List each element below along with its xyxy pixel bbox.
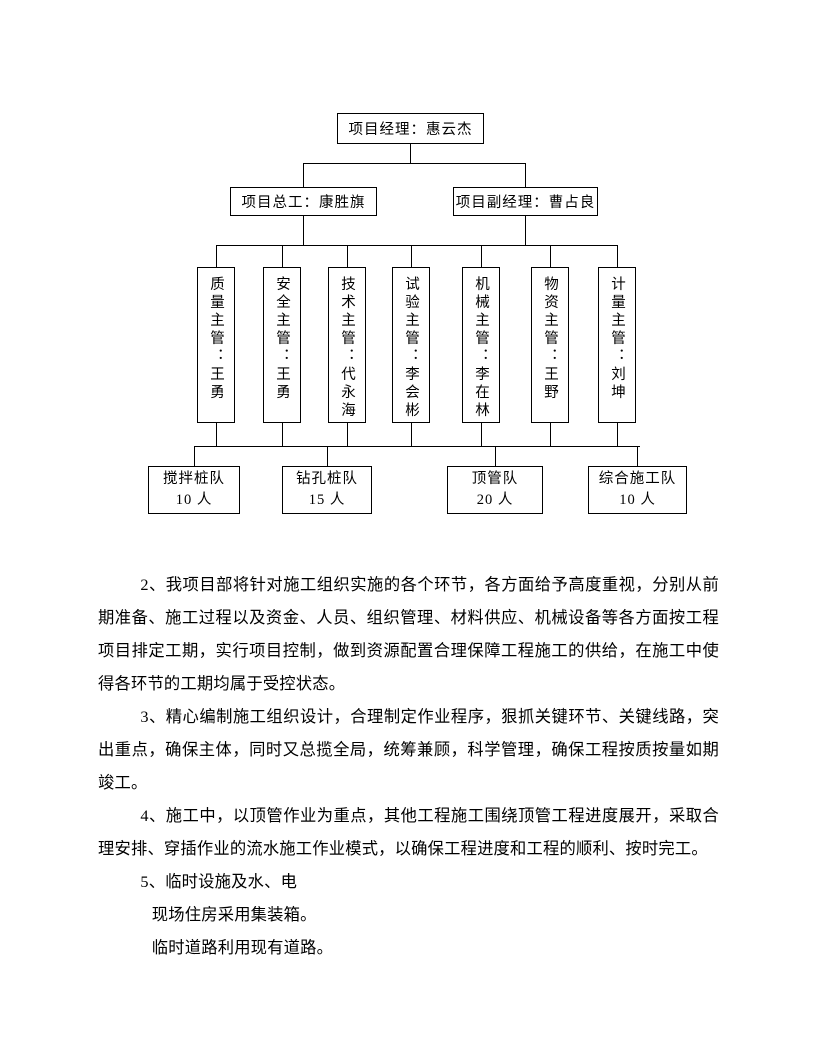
team-name: 搅拌桩队 (163, 471, 225, 487)
org-box-mixing-pile-team: 搅拌桩队 10 人 (148, 466, 240, 514)
team-name: 顶管队 (471, 471, 519, 487)
connector-line (347, 423, 348, 446)
team-name: 钻孔桩队 (296, 471, 358, 487)
connector-line (550, 423, 551, 446)
org-box-label: 试验主管：李会彬 (403, 276, 419, 420)
team-count: 10 人 (619, 492, 656, 508)
connector-line (327, 447, 328, 466)
connector-line (347, 246, 348, 267)
connector-line (525, 164, 526, 187)
org-box-technical-supervisor: 技术主管：代永海 (328, 267, 366, 423)
org-box-project-manager: 项目经理：惠云杰 (337, 113, 484, 144)
connector-line (282, 246, 283, 267)
org-box-chief-engineer: 项目总工：康胜旗 (230, 187, 377, 216)
org-box-label: 项目经理：惠云杰 (348, 122, 473, 138)
org-box-label: 技术主管：代永海 (339, 276, 355, 420)
connector-line (637, 447, 638, 466)
paragraph-temporary-roads: 临时道路利用现有道路。 (151, 938, 334, 957)
team-name: 综合施工队 (598, 471, 677, 487)
org-box-label: 机械主管：李在林 (473, 276, 489, 420)
connector-line (617, 423, 618, 446)
connector-line (216, 423, 217, 446)
org-box-materials-supervisor: 物资主管：王野 (531, 267, 569, 423)
connector-line (194, 447, 195, 466)
connector-line (411, 423, 412, 446)
team-count: 15 人 (308, 492, 346, 508)
connector-line (550, 246, 551, 267)
connector-line (194, 446, 640, 447)
connector-line (525, 216, 526, 245)
team-count: 10 人 (175, 492, 213, 508)
connector-line (303, 164, 304, 187)
org-box-testing-supervisor: 试验主管：李会彬 (392, 267, 430, 423)
connector-line (481, 246, 482, 267)
connector-line (481, 423, 482, 446)
org-box-label: 安全主管：王勇 (274, 276, 290, 402)
paragraph-4: 4、施工中，以顶管作业为重点，其他工程施工围绕顶管工程进度展开，采取合理安排、穿… (98, 806, 719, 858)
org-box-label: 项目总工：康胜旗 (241, 195, 366, 211)
org-box-deputy-manager: 项目副经理：曹占良 (453, 187, 598, 216)
org-box-label: 计量主管：刘坤 (609, 276, 625, 402)
connector-line (216, 246, 217, 267)
org-box-label: 质量主管：王勇 (208, 276, 224, 402)
org-box-measurement-supervisor: 计量主管：刘坤 (598, 267, 636, 423)
team-count: 20 人 (476, 492, 514, 508)
org-box-quality-supervisor: 质量主管：王勇 (197, 267, 235, 423)
org-box-bored-pile-team: 钻孔桩队 15 人 (282, 466, 372, 514)
connector-line (495, 447, 496, 466)
body-text: 2、我项目部将针对施工组织实施的各个环节，各方面给予高度重视，分别从前期准备、施… (98, 568, 719, 964)
paragraph-5-heading: 5、临时设施及水、电 (140, 872, 298, 891)
connector-line (410, 144, 411, 163)
connector-line (617, 246, 618, 267)
org-box-label: 项目副经理：曹占良 (455, 195, 596, 211)
org-box-pipe-jacking-team: 顶管队 20 人 (447, 466, 543, 514)
org-box-safety-supervisor: 安全主管：王勇 (263, 267, 301, 423)
org-box-general-construction-team: 综合施工队 10 人 (588, 466, 687, 514)
connector-line (411, 246, 412, 267)
paragraph-site-housing: 现场住房采用集装箱。 (151, 905, 317, 924)
org-box-label: 物资主管：王野 (542, 276, 558, 402)
connector-line (303, 163, 526, 164)
paragraph-2: 2、我项目部将针对施工组织实施的各个环节，各方面给予高度重视，分别从前期准备、施… (98, 575, 719, 693)
org-box-machinery-supervisor: 机械主管：李在林 (462, 267, 500, 423)
connector-line (303, 216, 304, 245)
paragraph-3: 3、精心编制施工组织设计，合理制定作业程序，狠抓关键环节、关键线路，突出重点，确… (98, 707, 719, 792)
connector-line (282, 423, 283, 446)
connector-line (216, 245, 618, 246)
